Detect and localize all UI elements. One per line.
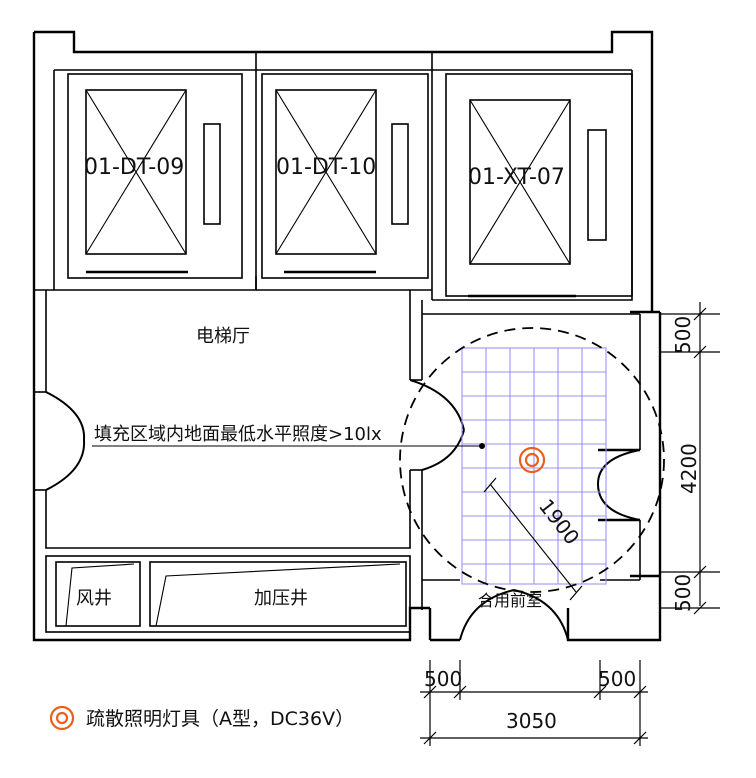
dim-top-500: 500 [671, 316, 695, 354]
elevator-label-2: 01-DT-10 [276, 155, 376, 180]
dim-left-500: 500 [424, 667, 462, 691]
coverage-circle [399, 327, 665, 593]
pressure-shaft-label: 加压井 [254, 588, 308, 609]
dimension-horizontal: 500 500 3050 [420, 660, 648, 746]
elevator-block [34, 52, 633, 301]
shafts: 风井 加压井 [45, 555, 411, 633]
dim-3050: 3050 [506, 709, 557, 733]
lamp-icon [518, 446, 546, 474]
elevator-label-1: 01-DT-09 [84, 155, 184, 180]
legend-text: 疏散照明灯具（A型，DC36V） [86, 708, 354, 730]
elevator-hall-label: 电梯厅 [196, 326, 250, 347]
dim-right-500: 500 [598, 667, 636, 691]
elevator-car-1: 01-DT-09 [84, 89, 221, 255]
elevator-hall: 电梯厅 [45, 290, 641, 610]
wind-shaft-label: 风井 [76, 588, 112, 609]
legend: 疏散照明灯具（A型，DC36V） [49, 705, 354, 731]
dim-bottom-500: 500 [671, 574, 695, 612]
radius-label: 1900 [534, 494, 584, 549]
shared-anteroom-label: 合用前室 [478, 591, 542, 610]
middle-door [409, 379, 465, 471]
right-door [597, 448, 641, 522]
elevator-car-3: 01-XT-07 [468, 99, 607, 265]
left-door [34, 391, 86, 491]
legend-lamp-icon [49, 705, 75, 731]
fill-note-label: 填充区域内地面最低水平照度>10lx [94, 424, 382, 445]
dim-4200: 4200 [677, 443, 701, 494]
elevator-car-2: 01-DT-10 [275, 89, 409, 255]
fill-note: 填充区域内地面最低水平照度>10lx [92, 424, 485, 449]
elevator-label-3: 01-XT-07 [468, 165, 565, 190]
dimension-vertical: 500 4200 500 [660, 302, 720, 615]
